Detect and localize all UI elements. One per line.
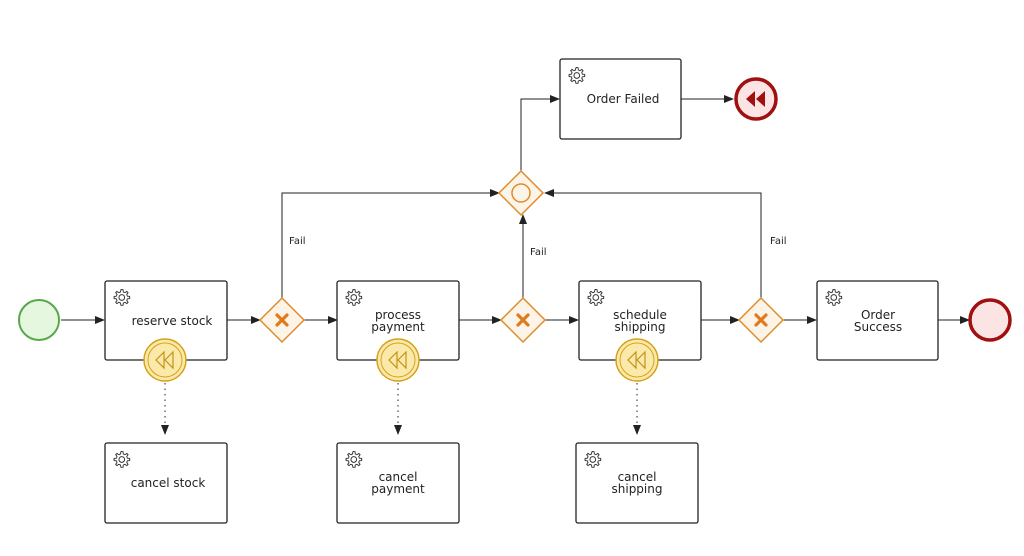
- exclusive-gateway-3[interactable]: [737, 296, 785, 344]
- compensation-boundary-event-payment[interactable]: [376, 338, 420, 382]
- compensation-boundary-event-shipping[interactable]: [615, 338, 659, 382]
- task-order-success[interactable]: Order Success: [816, 280, 939, 361]
- flow-label-fail-1: Fail: [289, 236, 306, 247]
- task-cancel-shipping[interactable]: cancel shipping: [575, 442, 699, 524]
- compensation-boundary-event-reserve[interactable]: [143, 338, 187, 382]
- task-label-line-2: shipping: [612, 482, 663, 496]
- task-label-line-2: Success: [854, 320, 902, 334]
- task-label: Order Failed: [587, 92, 660, 106]
- flow-label-fail-3: Fail: [770, 236, 787, 247]
- exclusive-gateway-2[interactable]: [499, 296, 547, 344]
- task-label-line-1: Order: [861, 308, 895, 322]
- task-label-line-2: payment: [371, 320, 425, 334]
- end-event-compensation[interactable]: [734, 77, 778, 121]
- task-label: cancel stock: [131, 476, 206, 490]
- task-label-line-1: cancel: [618, 470, 657, 484]
- task-label-line-2: payment: [371, 482, 425, 496]
- compensation-rewind-icon: [746, 91, 765, 107]
- task-cancel-payment[interactable]: cancel payment: [336, 442, 460, 524]
- compensation-rewind-icon: [627, 350, 646, 370]
- task-label: reserve stock: [132, 314, 213, 328]
- flow-label-fail-2: Fail: [530, 247, 547, 258]
- start-event[interactable]: [18, 299, 60, 341]
- compensation-rewind-icon: [388, 350, 407, 370]
- compensation-rewind-icon: [155, 350, 174, 370]
- task-cancel-stock[interactable]: cancel stock: [104, 442, 228, 524]
- exclusive-gateway-1[interactable]: [258, 296, 306, 344]
- task-label-line-1: cancel: [379, 470, 418, 484]
- task-label-line-1: schedule: [613, 308, 667, 322]
- task-reserve-stock[interactable]: reserve stock: [104, 280, 228, 361]
- inclusive-gateway-merge[interactable]: [497, 169, 545, 217]
- task-schedule-shipping[interactable]: schedule shipping: [578, 280, 702, 361]
- task-label-line-2: shipping: [615, 320, 666, 334]
- inclusive-gateway-circle-icon: [511, 183, 531, 203]
- flow-merge-to-order-failed[interactable]: [520, 95, 560, 171]
- task-order-failed[interactable]: Order Failed: [559, 58, 682, 140]
- task-label-line-1: process: [375, 308, 421, 322]
- flow-gateway1-fail[interactable]: [281, 189, 500, 298]
- end-event-success[interactable]: [968, 298, 1012, 342]
- flow-gateway3-fail[interactable]: [544, 189, 762, 298]
